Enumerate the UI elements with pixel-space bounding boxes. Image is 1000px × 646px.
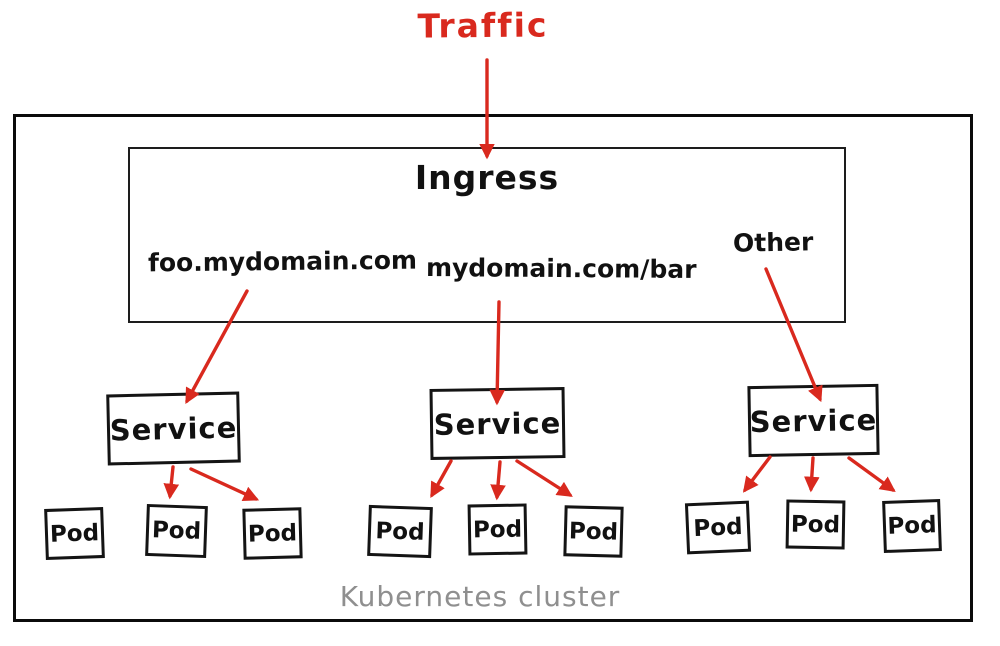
pod-box-1: Pod (44, 506, 105, 561)
traffic-label: Traffic (417, 5, 549, 46)
service-box-1: Service (106, 391, 241, 466)
pod-box-8: Pod (785, 499, 846, 550)
pod-box-2: Pod (145, 503, 208, 559)
pod-box-6: Pod (563, 505, 624, 558)
service-box-3: Service (747, 383, 880, 458)
pod-box-9: Pod (882, 499, 942, 553)
kubernetes-cluster-label: Kubernetes cluster (339, 580, 621, 613)
pod-box-4: Pod (367, 504, 433, 559)
service-box-2: Service (429, 387, 566, 460)
kubernetes-cluster-box (13, 114, 973, 622)
ingress-rule-foo-mydomain: foo.mydomain.com (147, 245, 418, 278)
pod-box-7: Pod (684, 500, 752, 555)
ingress-rule-other: Other (732, 227, 814, 258)
ingress-title: Ingress (414, 158, 560, 197)
pod-box-5: Pod (467, 503, 528, 556)
ingress-rule-mydomain-bar: mydomain.com/bar (425, 253, 697, 284)
pod-box-3: Pod (242, 507, 303, 560)
